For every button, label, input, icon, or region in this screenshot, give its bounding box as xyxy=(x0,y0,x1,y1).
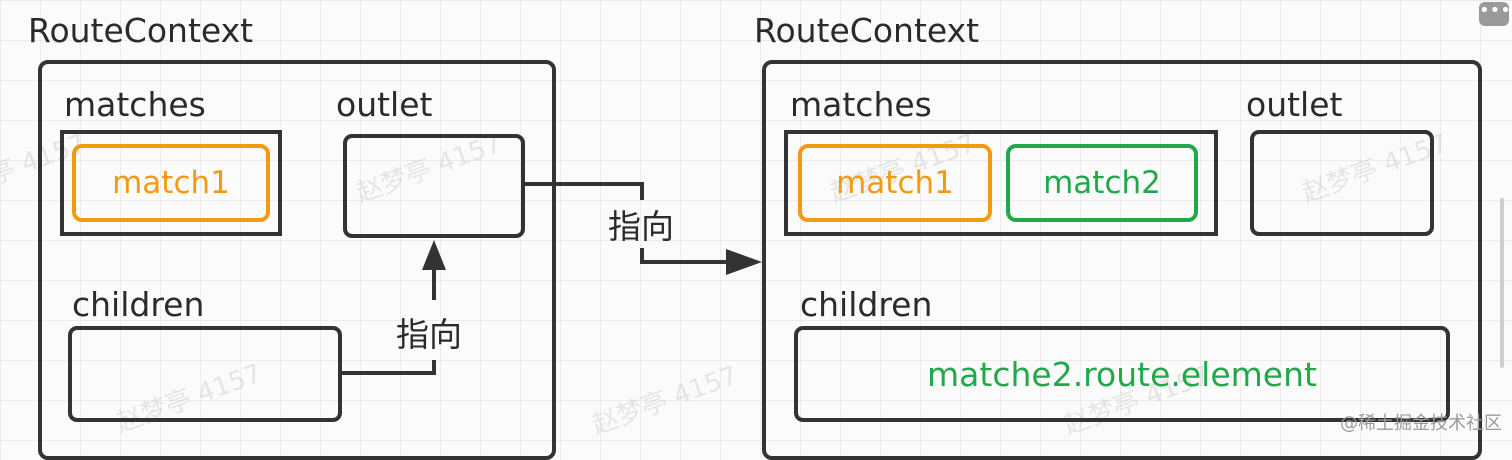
right-children-label: children xyxy=(800,285,933,324)
left-children-box xyxy=(68,326,342,422)
left-pointer-label: 指向 xyxy=(396,315,462,354)
left-match1-pill: match1 xyxy=(72,144,270,222)
left-matches-label: matches xyxy=(64,85,206,124)
left-outlet-label: outlet xyxy=(336,85,433,124)
connector-pointer-label: 指向 xyxy=(608,207,674,246)
right-outlet-label: outlet xyxy=(1246,85,1343,124)
up-arrowhead-icon xyxy=(422,240,446,270)
left-routecontext-title: RouteContext xyxy=(28,11,254,50)
right-matches-box xyxy=(784,130,1218,236)
connector-lines xyxy=(342,182,762,375)
scrollbar-thumb[interactable] xyxy=(1500,198,1504,368)
outlet-to-right-line-top xyxy=(525,182,644,200)
footer-brand: @稀土掘金技术社区 xyxy=(1340,413,1502,434)
right-children-box xyxy=(794,326,1450,422)
right-outlet-box xyxy=(1250,130,1434,236)
outlet-to-right-line-bottom xyxy=(640,248,728,264)
right-routecontext-title: RouteContext xyxy=(754,11,980,50)
left-matches-box xyxy=(60,130,282,236)
right-match1-pill: match1 xyxy=(798,144,992,222)
left-children-label: children xyxy=(72,285,205,324)
right-match2-pill: match2 xyxy=(1006,144,1198,222)
right-matches-label: matches xyxy=(790,85,932,124)
right-arrowhead-icon xyxy=(726,249,762,275)
right-children-content: matche2.route.element xyxy=(927,355,1317,394)
children-to-outlet-line xyxy=(342,360,436,375)
left-outlet-box xyxy=(343,134,525,238)
more-dots-icon[interactable]: ••• xyxy=(1479,2,1511,26)
